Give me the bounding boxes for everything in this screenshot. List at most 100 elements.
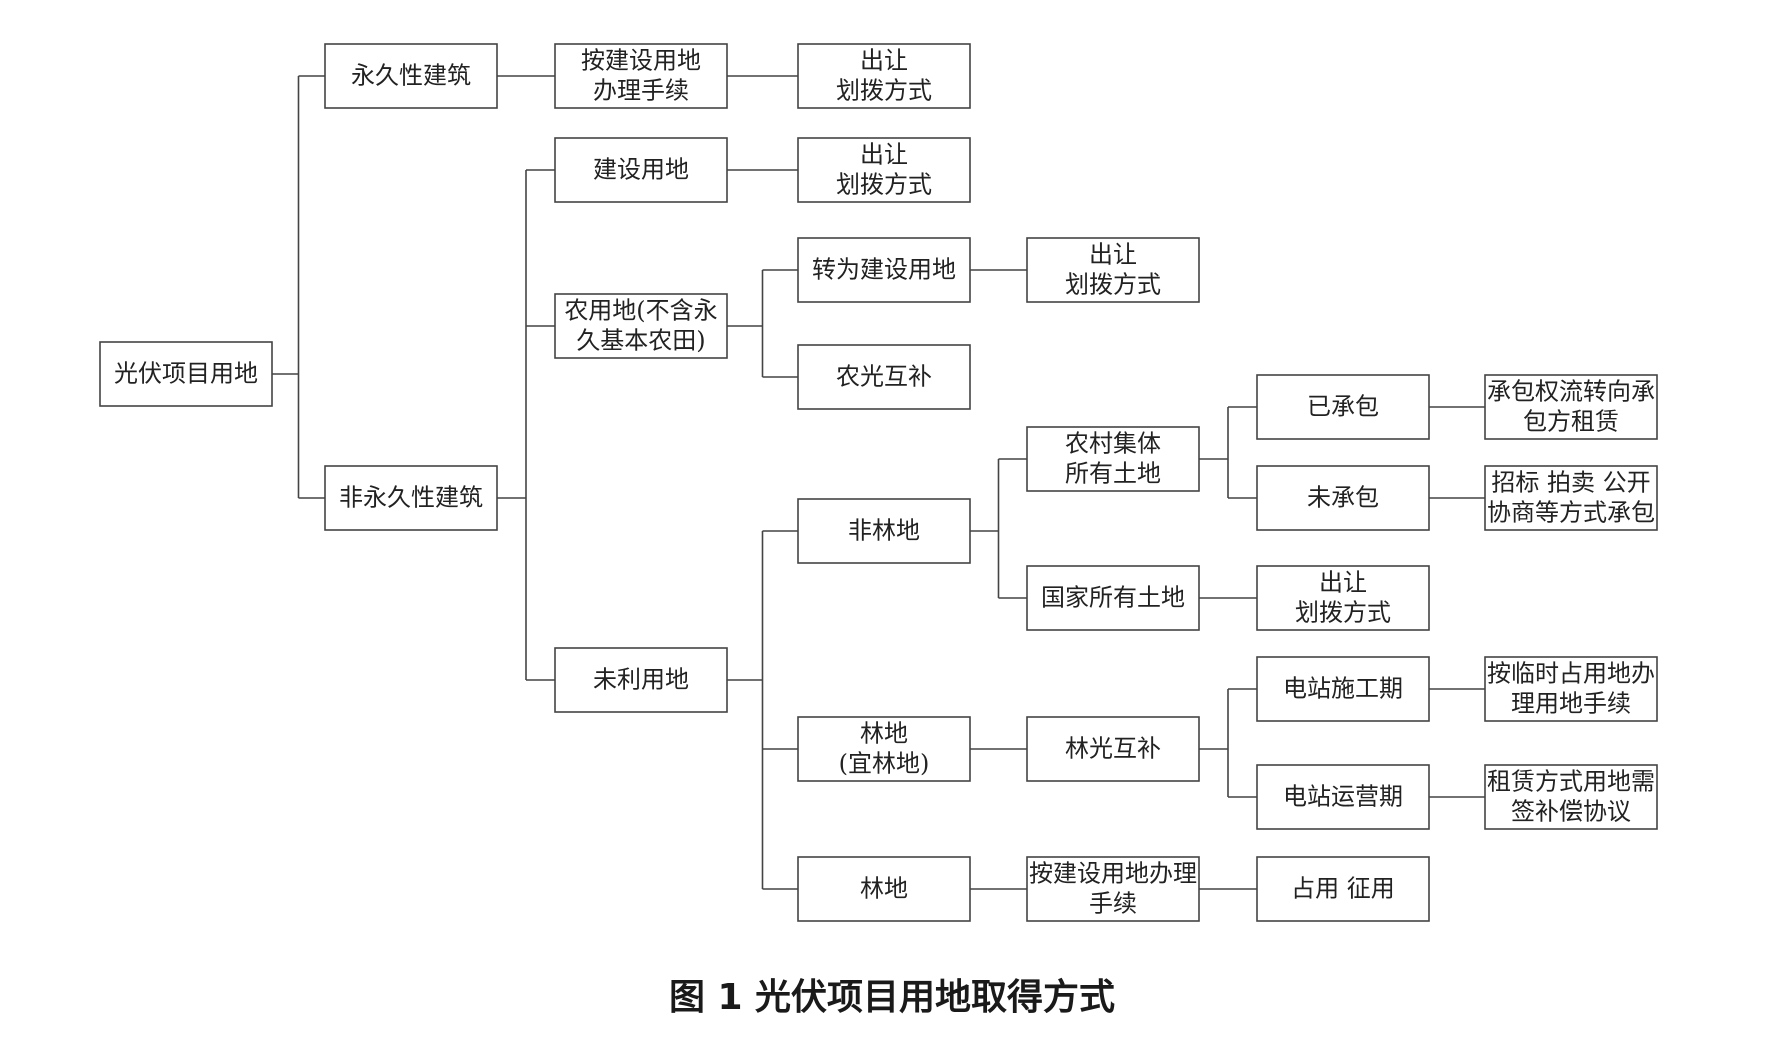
node-box: [1256, 374, 1430, 440]
node-box: [554, 293, 728, 359]
node-label: 划拨方式: [836, 171, 932, 199]
node-label: 所有土地: [1065, 460, 1161, 488]
node-label: 划拨方式: [836, 77, 932, 105]
node-box: [554, 43, 728, 109]
node-label: 出让: [860, 141, 908, 169]
node-label: 租赁方式用地需: [1487, 768, 1655, 796]
node-box: [1026, 565, 1200, 631]
node-label: 已承包: [1307, 393, 1379, 421]
node-label: 建设用地: [593, 156, 689, 184]
node-box: [1484, 374, 1658, 440]
node-box: [797, 498, 971, 564]
node-box: [1256, 565, 1430, 631]
node-label: 划拨方式: [1065, 271, 1161, 299]
node-label: 农村集体: [1065, 430, 1161, 458]
node-box: [1484, 656, 1658, 722]
node-box: [1026, 237, 1200, 303]
node-label: 非永久性建筑: [339, 484, 483, 512]
node-label: 出让: [860, 47, 908, 75]
node-label: 按临时占用地办: [1487, 660, 1655, 688]
node-box: [797, 43, 971, 109]
node-label: 林地: [860, 720, 908, 748]
node-label: 协商等方式承包: [1487, 499, 1655, 527]
node-box: [1256, 856, 1430, 922]
node-box: [1026, 716, 1200, 782]
node-box: [1484, 465, 1658, 531]
node-constr: 建设用地: [554, 137, 728, 203]
node-label: 按建设用地办理: [1029, 860, 1197, 888]
figure-caption: 图 1 光伏项目用地取得方式: [668, 977, 1116, 1018]
node-label: 永久性建筑: [351, 62, 471, 90]
node-label: 出让: [1089, 241, 1137, 269]
node-label: 久基本农田): [576, 327, 705, 355]
node-label: 占用 征用: [1291, 875, 1395, 903]
node-box: [324, 43, 498, 109]
node-box: [797, 344, 971, 410]
node-label: 未利用地: [593, 666, 689, 694]
node-contracted: 已承包: [1256, 374, 1430, 440]
node-label: 国家所有土地: [1041, 584, 1185, 612]
node-forest: 林地: [797, 856, 971, 922]
node-label: 理用地手续: [1511, 690, 1631, 718]
node-nonforest: 非林地: [797, 498, 971, 564]
node-box: [554, 137, 728, 203]
connector-lines: [272, 75, 1485, 890]
node-unused: 未利用地: [554, 647, 728, 713]
node-box: [324, 465, 498, 531]
node-label: 转为建设用地: [812, 256, 956, 284]
node-box: [1026, 426, 1200, 492]
node-box: [1026, 856, 1200, 922]
node-label: 招标 拍卖 公开: [1491, 469, 1650, 497]
node-box: [1256, 656, 1430, 722]
node-perm: 永久性建筑: [324, 43, 498, 109]
node-root: 光伏项目用地: [99, 341, 273, 407]
node-label: 非林地: [848, 517, 920, 545]
node-operation: 电站运营期: [1256, 764, 1430, 830]
node-label: (宜林地): [839, 750, 930, 778]
node-label: 农用地(不含永: [564, 297, 717, 325]
node-label: 签补偿协议: [1511, 798, 1631, 826]
node-box: [1484, 764, 1658, 830]
node-uncontracted: 未承包: [1256, 465, 1430, 531]
diagram-nodes: 光伏项目用地永久性建筑非永久性建筑按建设用地办理手续建设用地农用地(不含永久基本…: [99, 43, 1658, 922]
node-box: [99, 341, 273, 407]
node-label: 包方租赁: [1523, 408, 1619, 436]
node-box: [797, 237, 971, 303]
node-box: [797, 716, 971, 782]
node-label: 农光互补: [836, 363, 932, 391]
node-forest-suit: 林地(宜林地): [797, 716, 971, 782]
node-state: 国家所有土地: [1026, 565, 1200, 631]
node-box: [554, 647, 728, 713]
node-label: 划拨方式: [1295, 599, 1391, 627]
node-label: 电站运营期: [1283, 783, 1403, 811]
node-nonperm: 非永久性建筑: [324, 465, 498, 531]
node-label: 电站施工期: [1283, 675, 1403, 703]
node-forest-comp: 林光互补: [1026, 716, 1200, 782]
node-forest-method: 占用 征用: [1256, 856, 1430, 922]
node-label: 出让: [1319, 569, 1367, 597]
node-label: 手续: [1089, 890, 1137, 918]
node-label: 林地: [860, 875, 908, 903]
node-box: [797, 856, 971, 922]
node-label: 未承包: [1307, 484, 1379, 512]
node-label: 承包权流转向承: [1487, 378, 1655, 406]
node-agri-convert: 转为建设用地: [797, 237, 971, 303]
node-agri-comp: 农光互补: [797, 344, 971, 410]
node-label: 办理手续: [593, 77, 689, 105]
node-label: 按建设用地: [581, 47, 701, 75]
node-construction: 电站施工期: [1256, 656, 1430, 722]
node-box: [1256, 764, 1430, 830]
node-label: 林光互补: [1065, 735, 1161, 763]
